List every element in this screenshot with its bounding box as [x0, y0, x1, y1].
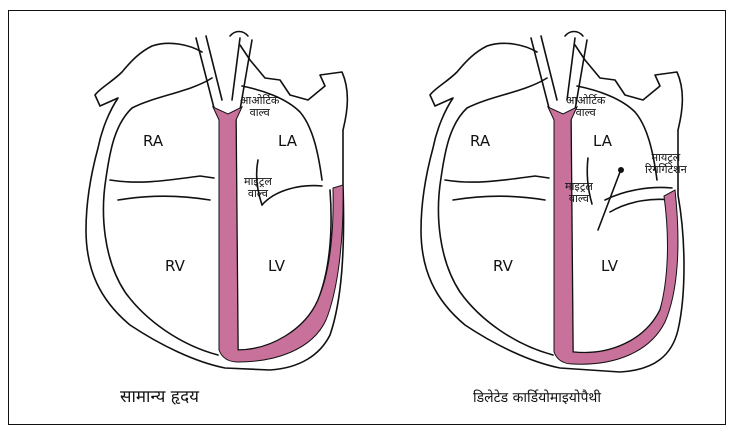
normal-aorta-top	[230, 32, 248, 37]
normal-aorta-left2	[206, 36, 222, 100]
dilated-la-floor	[605, 188, 672, 201]
dilated-aorta-left	[531, 38, 549, 108]
normal-aortic-label: आओर्टिक वाल्व	[240, 95, 279, 119]
normal-aorta-right	[232, 38, 240, 100]
dilated-lv-label: LV	[601, 257, 618, 275]
normal-rv-top	[118, 196, 210, 200]
dilated-la-jet	[610, 199, 670, 212]
dilated-regurg-label: मायट्रल रिगर्गिटेशन	[645, 152, 687, 176]
dilated-mitral-label: माइट्रल वाल्व	[565, 181, 593, 205]
dilated-heart	[421, 32, 684, 373]
dilated-aortic-line2: वाल्व	[566, 107, 605, 119]
normal-right-inner	[103, 78, 218, 355]
dilated-caption: डिलेटेड कार्डियोमाइयोपैथी	[473, 388, 601, 407]
dilated-aorta-top	[565, 32, 583, 37]
normal-aorta-left	[196, 38, 214, 108]
dilated-ra-floor	[445, 176, 549, 182]
dilated-aorta-right	[567, 38, 575, 100]
dilated-outer-wall	[421, 43, 684, 372]
dilated-rv-top	[453, 196, 545, 200]
normal-aortic-line2: वाल्व	[240, 107, 279, 119]
normal-mitral-label: माइट्रल वाल्व	[244, 176, 272, 200]
dilated-ra-label: RA	[470, 132, 490, 150]
dilated-aortic-label: आओर्टिक वाल्व	[566, 95, 605, 119]
dilated-rv-label: RV	[493, 257, 513, 275]
normal-la-label: LA	[278, 132, 297, 150]
normal-mitral-line2: वाल्व	[244, 188, 272, 200]
normal-rv-label: RV	[165, 257, 185, 275]
dilated-aorta-left2	[541, 36, 557, 100]
dilated-mitral-line2: वाल्व	[565, 193, 593, 205]
dilated-regurg-jet	[598, 172, 620, 230]
dilated-right-inner	[438, 78, 553, 355]
dilated-regurg-line2: रिगर्गिटेशन	[645, 164, 687, 176]
normal-ra-label: RA	[143, 132, 163, 150]
normal-ra-floor	[110, 176, 214, 182]
normal-caption: सामान्य हृदय	[120, 384, 199, 407]
dilated-la-label: LA	[593, 132, 612, 150]
normal-lv-label: LV	[268, 257, 285, 275]
dilated-regurg-dot	[619, 168, 623, 172]
dilated-septum	[548, 107, 678, 364]
